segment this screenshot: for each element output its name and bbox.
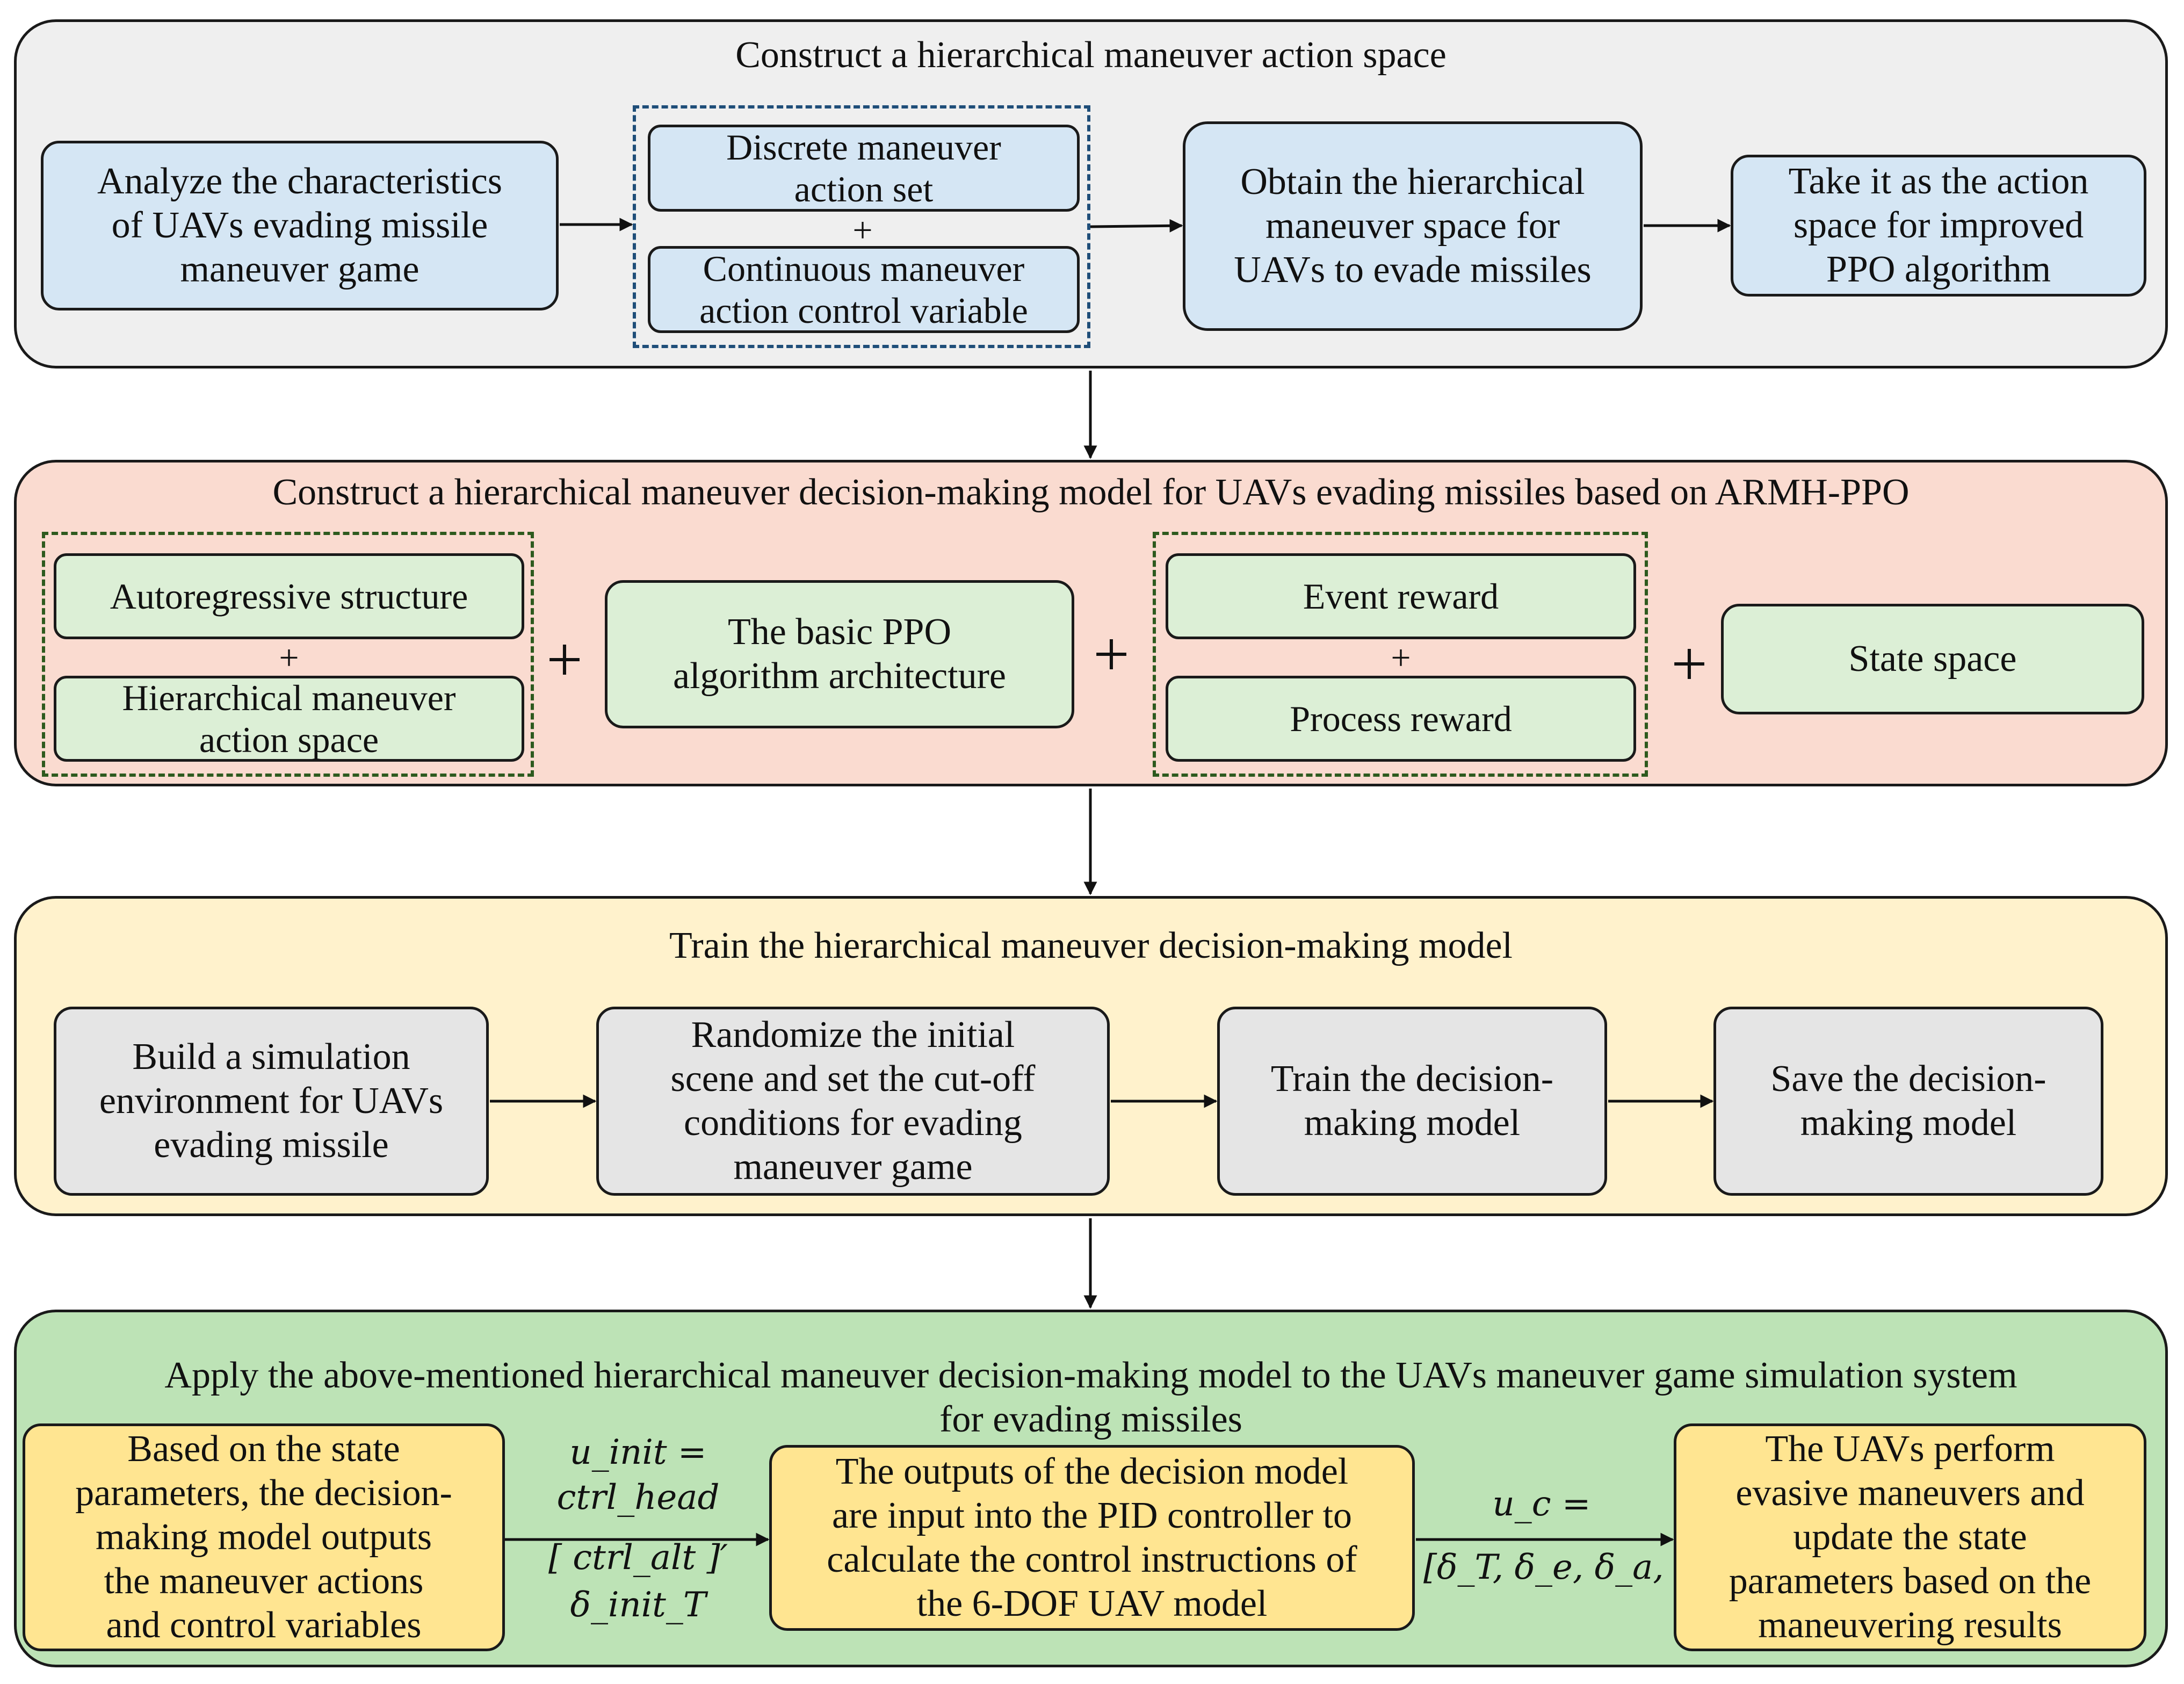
plus-sign: + — [1671, 628, 1708, 699]
take-box: Take it as the action space for improved… — [1731, 155, 2146, 297]
plus-sign: + — [1093, 618, 1130, 690]
randomize-box: Randomize the initial scene and set the … — [596, 1007, 1110, 1196]
plus-sign: + — [546, 624, 583, 695]
build-env-box: Build a simulation environment for UAVs … — [54, 1007, 489, 1196]
action-space-group — [633, 105, 1090, 348]
plus-sign: + — [1391, 638, 1411, 677]
plus-sign: + — [852, 211, 873, 250]
basic-ppo-box: The basic PPO algorithm architecture — [605, 580, 1074, 728]
u-c-label: u_c = — [1492, 1484, 1591, 1524]
panel-training-title: Train the hierarchical maneuver decision… — [669, 925, 1513, 966]
arrow — [1090, 219, 1183, 233]
discrete-action-box: Discrete maneuver action set — [648, 125, 1080, 212]
structure-group — [42, 532, 534, 777]
u-init-label: u_init = — [569, 1433, 707, 1472]
ctrl-head-label: ctrl_head — [556, 1478, 720, 1517]
uav-perform-box: The UAVs perform evasive maneuvers and u… — [1674, 1423, 2146, 1651]
panel-application-title: Apply the above-mentioned hierarchical m… — [164, 1355, 2017, 1440]
train-model-box: Train the decision- making model — [1217, 1007, 1607, 1196]
event-reward-box: Event reward — [1166, 553, 1636, 639]
panel-decision-model-title: Construct a hierarchical maneuver decisi… — [272, 472, 1910, 513]
panel-action-space-title: Construct a hierarchical maneuver action… — [735, 34, 1447, 76]
decision-output-box: Based on the state parameters, the decis… — [23, 1423, 505, 1651]
save-model-box: Save the decision- making model — [1713, 1007, 2103, 1196]
analyze-box: Analyze the characteristics of UAVs evad… — [41, 141, 559, 310]
ctrl-alt-label: [ ctrl_alt ]′ — [548, 1538, 728, 1578]
pid-controller-box: The outputs of the decision model are in… — [769, 1445, 1415, 1631]
continuous-action-box: Continuous maneuver action control varia… — [648, 246, 1080, 333]
plus-sign: + — [279, 638, 299, 677]
state-space-box: State space — [1721, 604, 2144, 714]
process-reward-box: Process reward — [1166, 676, 1636, 762]
obtain-box: Obtain the hierarchical maneuver space f… — [1183, 121, 1643, 331]
autoregressive-box: Autoregressive structure — [54, 553, 524, 639]
hierarchical-action-box: Hierarchical maneuver action space — [54, 676, 524, 762]
reward-group — [1153, 532, 1648, 777]
delta-init-label: δ_init_T — [570, 1585, 706, 1625]
